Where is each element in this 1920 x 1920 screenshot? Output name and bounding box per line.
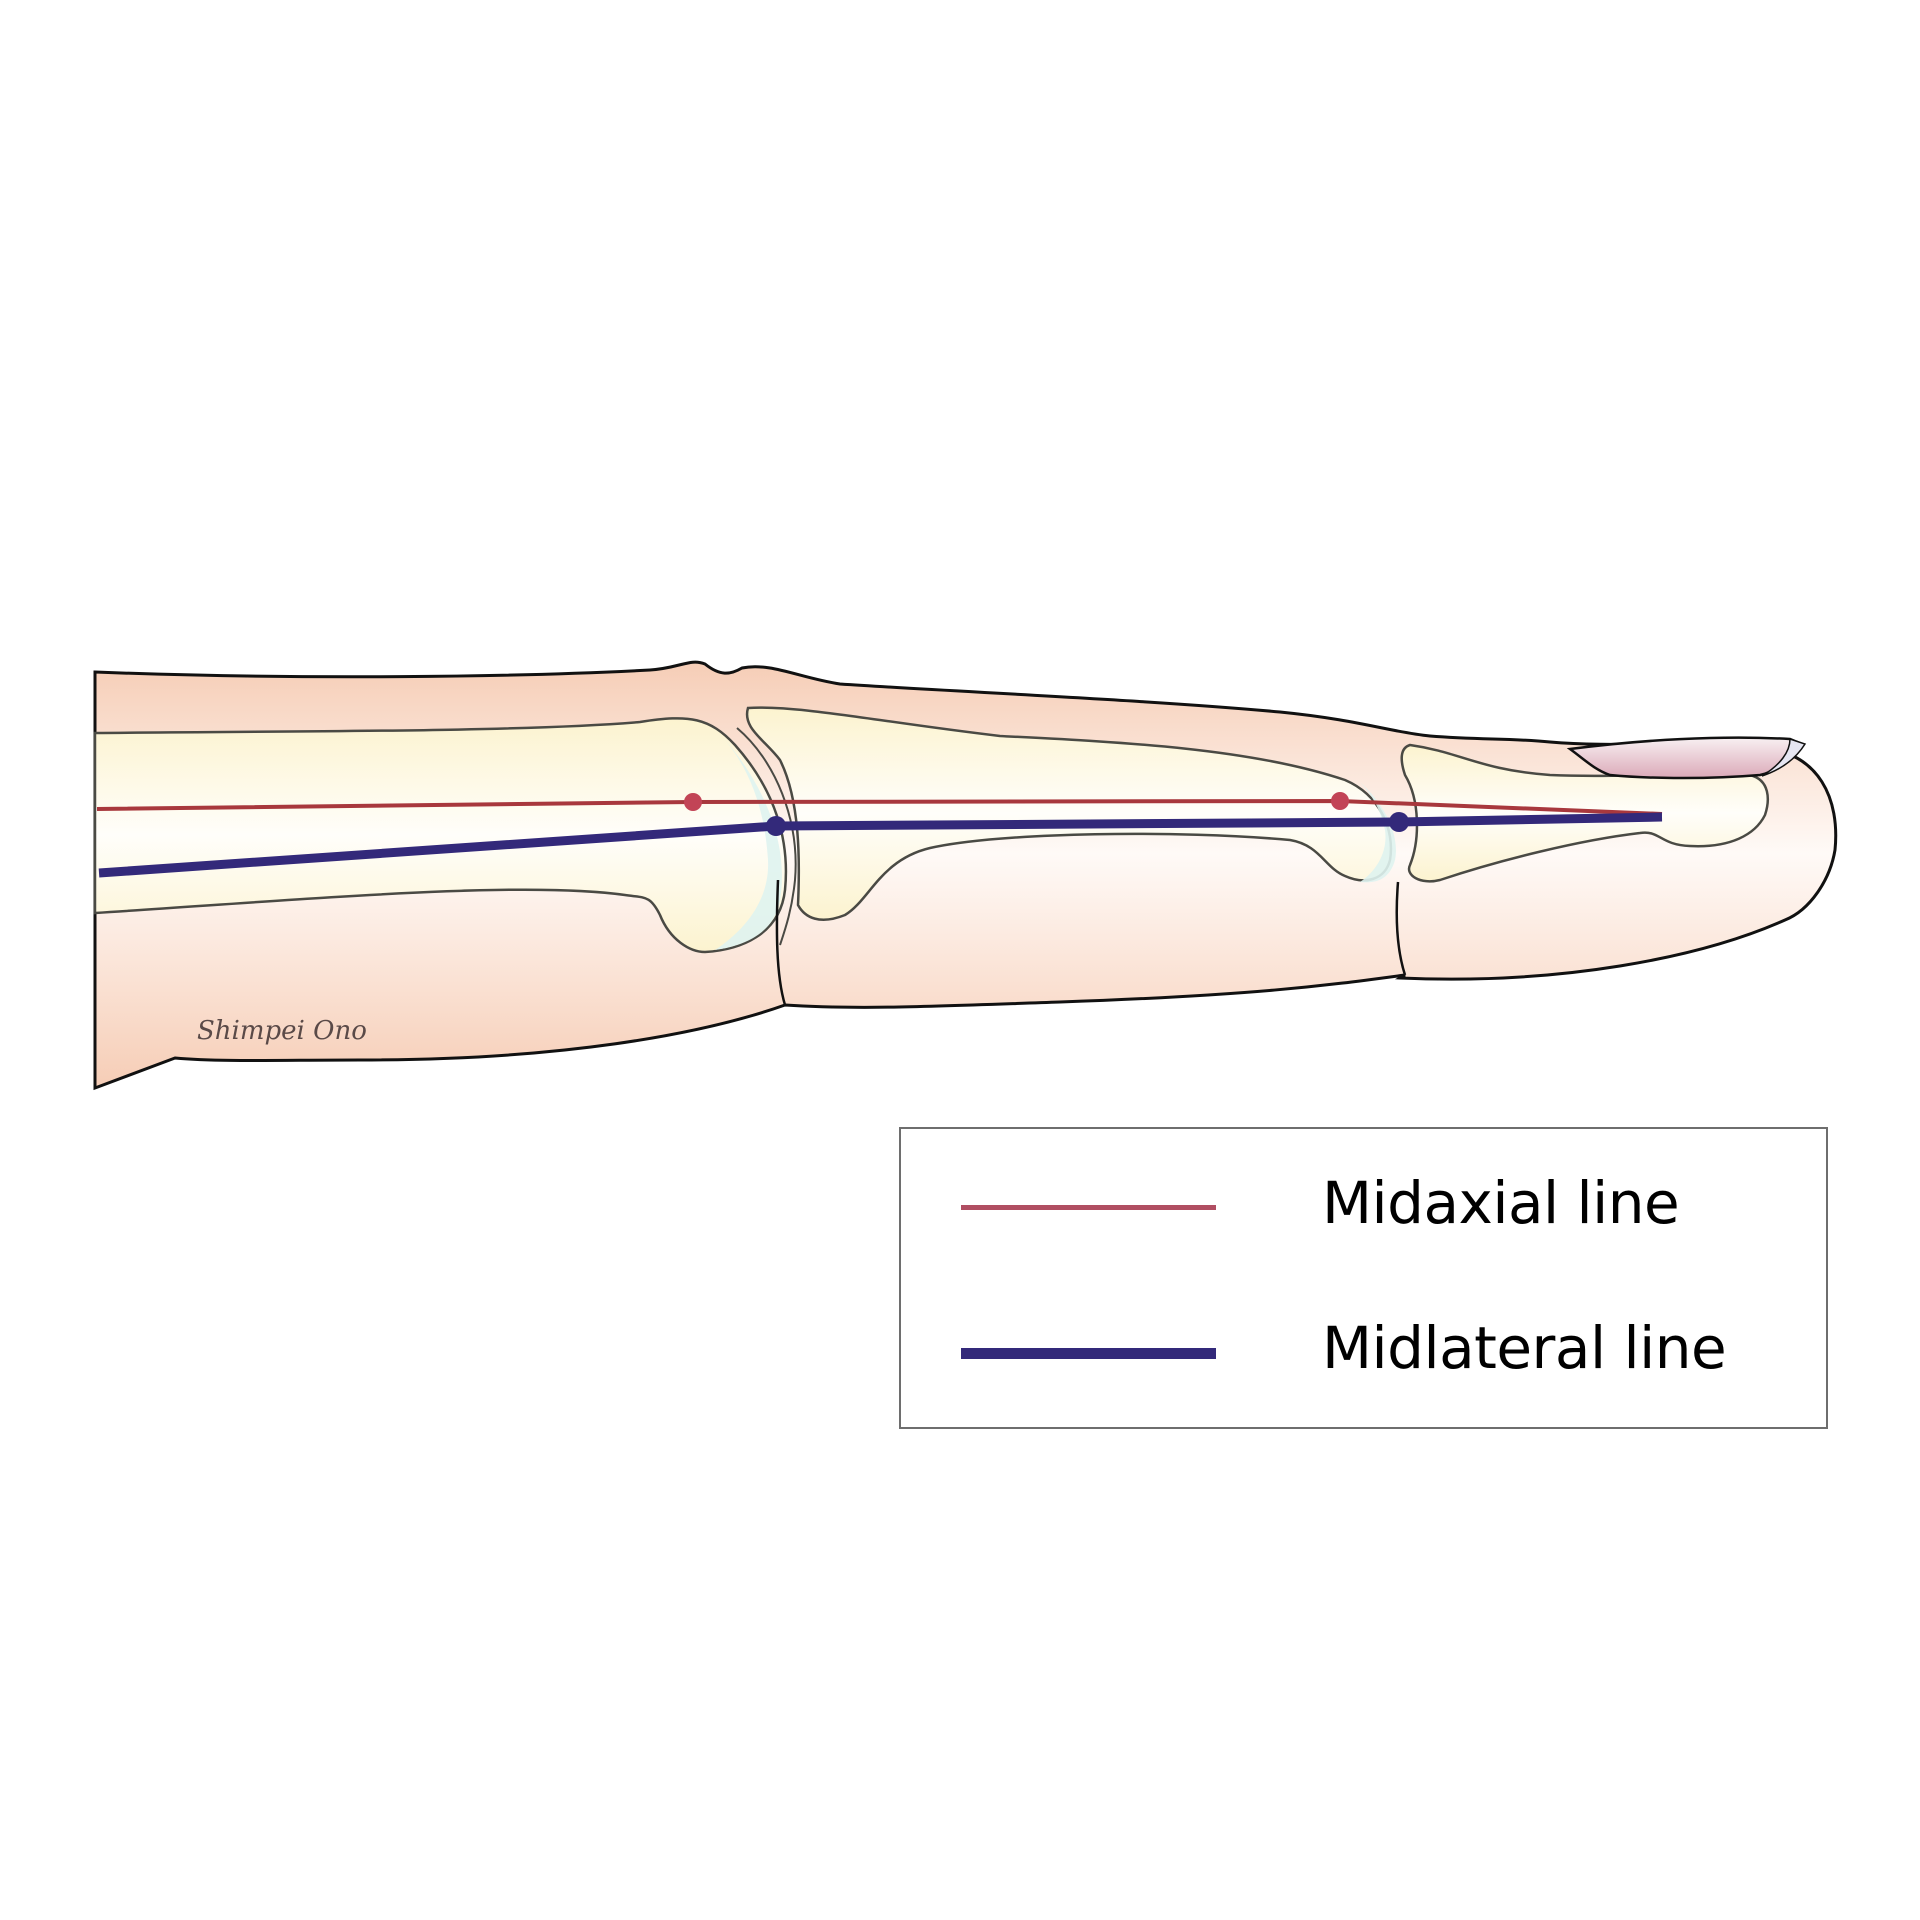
midlateral-point-dip — [1389, 812, 1409, 832]
pip-joint-cartilage — [715, 740, 782, 950]
midaxial-point-dip — [1331, 792, 1349, 810]
artist-signature: Shimpei Ono — [197, 1016, 367, 1046]
midaxial-swatch — [961, 1205, 1216, 1210]
legend: Midaxial line Midlateral line — [899, 1127, 1828, 1429]
dip-crease — [1395, 881, 1407, 976]
midlateral-point-pip — [766, 816, 786, 836]
legend-label-midaxial: Midaxial line — [1322, 1169, 1680, 1237]
legend-item-midlateral: Midlateral line — [901, 1314, 1826, 1399]
legend-label-midlateral: Midlateral line — [1322, 1314, 1727, 1382]
pip-crease — [775, 879, 787, 1006]
midlateral-line — [98, 812, 1663, 878]
dip-joint-cartilage — [1360, 782, 1396, 883]
fingernail — [1566, 736, 1804, 780]
midaxial-point-pip — [684, 793, 702, 811]
midaxial-line — [96, 798, 1663, 816]
legend-item-midaxial: Midaxial line — [901, 1169, 1826, 1249]
proximal-phalanx — [93, 717, 788, 954]
nail-free-edge — [1761, 737, 1807, 777]
midlateral-swatch — [961, 1348, 1216, 1359]
pip-joint-line — [736, 727, 797, 946]
middle-phalanx — [745, 706, 1393, 921]
